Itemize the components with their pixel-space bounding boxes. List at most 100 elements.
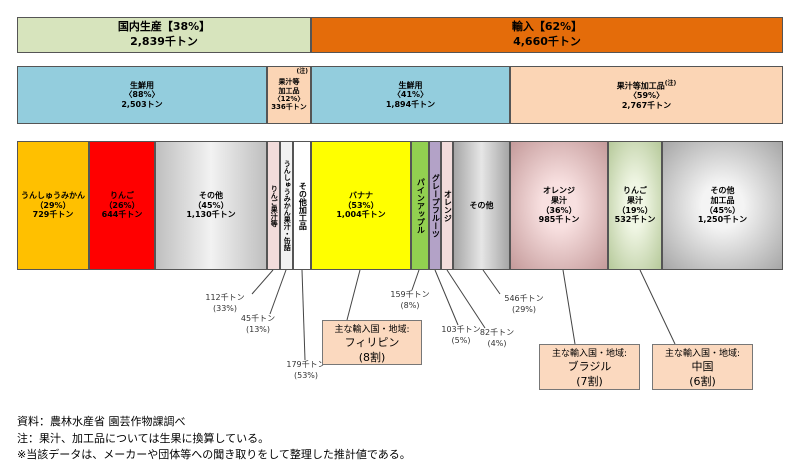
import-juice-title-row: 果汁等加工品(注) [617,80,677,91]
note-179-value: 179千トン [286,360,326,369]
domestic-juice-title2: 加工品 [278,86,300,95]
apple-juice-box: りんご果汁等 [267,141,280,270]
note-159-pct: (8%) [400,300,420,310]
domestic-fresh-title: 生鮮用 [130,80,154,90]
domestic-fresh-value: 2,503トン [121,99,163,109]
note-45-pct: (13%) [245,324,271,334]
unshu-juice-label: うんしゅうみかん果汁・缶詰 [283,160,292,251]
domestic-other-title: その他 [199,191,223,201]
import-juice-pct: 〈59%〉 [628,91,665,101]
unshu-pct: （29%） [35,200,71,210]
apple-juice-import-title2: 果汁 [627,195,643,205]
orange-juice-title2: 果汁 [551,195,567,205]
import-other-processed-box: その他 加工品 （45%） 1,250千トン [662,141,783,270]
callout-brazil: 主な輸入国・地域: ブラジル (7割) [539,344,640,390]
note-45-value: 45千トン [240,314,276,323]
note-179-pct: (53%) [293,370,319,380]
note-103-value: 103千トン [441,325,481,334]
domestic-juice-box: (注) 果汁等 加工品 〈12%〉 336千トン [267,66,311,124]
pineapple-box: パインアップル [411,141,429,270]
apple-juice-import-box: りんご 果汁 （19%） 532千トン [608,141,662,270]
domestic-other-processed-box: その他加工品 [293,141,311,270]
domestic-title: 国内生産【38%】 [117,20,211,34]
domestic-juice-title1: 果汁等 [278,78,300,87]
note-other-processed-amount: 179千トン (53%) [280,360,332,382]
apple-value: 644千トン [101,210,143,220]
note-import-other-amount: 546千トン (29%) [496,294,552,316]
import-other-processed-pct: （45%） [704,205,741,215]
import-other-processed-title2: 加工品 [710,195,735,205]
import-fresh-box: 生鮮用 〈41%〉 1,894千トン [311,66,510,124]
domestic-juice-note: (注) [296,68,309,75]
note-82-pct: (4%) [487,338,507,348]
apple-title: りんご [110,191,134,201]
callout-china: 主な輸入国・地域: 中国 (6割) [652,344,753,390]
import-juice-title: 果汁等加工品 [616,81,665,91]
orange-label: オレンジ [443,189,453,222]
apple-juice-import-pct: （19%） [617,205,653,215]
apple-juice-label: りんご果汁等 [270,184,279,227]
source-line-3: ※当該データは、メーカーや団体等への聞き取りをして整理した推計値である。 [17,448,411,461]
unshu-juice-box: うんしゅうみかん果汁・缶詰 [280,141,293,270]
grapefruit-label: グレープフルーツ [431,173,441,238]
import-other-box: その他 [453,141,510,270]
import-title: 輸入【62%】 [511,20,583,34]
domestic-juice-pct: 〈12%〉 [273,95,305,103]
callout-china-share: (6割) [689,374,716,388]
note-546-pct: (29%) [511,304,537,314]
callout-brazil-label: 主な輸入国・地域: [551,349,628,359]
unshu-title: うんしゅうみかん [21,191,85,201]
note-546-value: 546千トン [504,294,544,303]
orange-box: オレンジ [441,141,453,270]
source-line-2: 注：果汁、加工品については生果に換算している。 [17,431,270,445]
import-box: 輸入【62%】 4,660千トン [311,17,783,53]
pineapple-label: パインアップル [416,177,426,234]
source-line-1: 資料：農林水産省 園芸作物課調べ [17,415,186,428]
domestic-fresh-pct: 〈88%〉 [124,90,160,100]
apple-juice-import-title1: りんご [623,186,647,196]
unshu-box: うんしゅうみかん （29%） 729千トン [17,141,89,270]
callout-brazil-country: ブラジル [567,360,612,374]
note-112-value: 112千トン [205,293,245,302]
note-pineapple-amount: 159千トン (8%) [382,290,438,312]
import-other-label: その他 [469,200,494,210]
apple-box: りんご （26%） 644千トン [89,141,155,270]
callout-brazil-share: (7割) [576,374,603,388]
banana-pct: （53%） [343,200,379,210]
note-103-pct: (5%) [451,335,471,345]
import-juice-value: 2,767千トン [621,100,672,110]
note-82-value: 82千トン [479,328,515,337]
domestic-fresh-box: 生鮮用 〈88%〉 2,503トン [17,66,267,124]
grapefruit-box: グレープフルーツ [429,141,441,270]
note-159-value: 159千トン [390,290,430,299]
domestic-value: 2,839千トン [130,35,198,48]
banana-title: バナナ [349,191,373,201]
domestic-production-box: 国内生産【38%】 2,839千トン [17,17,311,53]
domestic-juice-value: 336千トン [271,103,307,112]
note-112-pct: (33%) [212,303,238,313]
import-juice-note: (注) [664,79,677,87]
import-fresh-title: 生鮮用 [398,80,423,90]
import-value: 4,660千トン [513,35,581,48]
domestic-other-value: 1,130千トン [186,210,236,220]
apple-pct: （26%） [104,200,140,210]
import-other-processed-title1: その他 [710,186,735,196]
import-fresh-pct: 〈41%〉 [392,90,429,100]
note-grapefruit-amount: 103千トン (5%) [436,325,486,347]
note-orange-amount: 82千トン (4%) [474,328,520,350]
orange-juice-box: オレンジ 果汁 （36%） 985千トン [510,141,608,270]
note-apple-juice-amount: 112千トン (33%) [196,293,254,315]
domestic-other-processed-label: その他加工品 [298,181,308,230]
banana-box: バナナ （53%） 1,004千トン [311,141,411,270]
note-unshu-juice-amount: 45千トン (13%) [232,314,284,336]
callout-philippines-label: 主な輸入国・地域: [334,325,410,335]
banana-value: 1,004千トン [336,210,386,220]
orange-juice-title1: オレンジ [543,186,575,196]
callout-china-label: 主な輸入国・地域: [664,349,741,359]
apple-juice-import-value: 532千トン [614,215,656,225]
domestic-other-box: その他 （45%） 1,130千トン [155,141,267,270]
import-fresh-value: 1,894千トン [385,99,436,109]
orange-juice-pct: （36%） [541,205,577,215]
callout-philippines: 主な輸入国・地域: フィリピン (8割) [322,320,422,365]
